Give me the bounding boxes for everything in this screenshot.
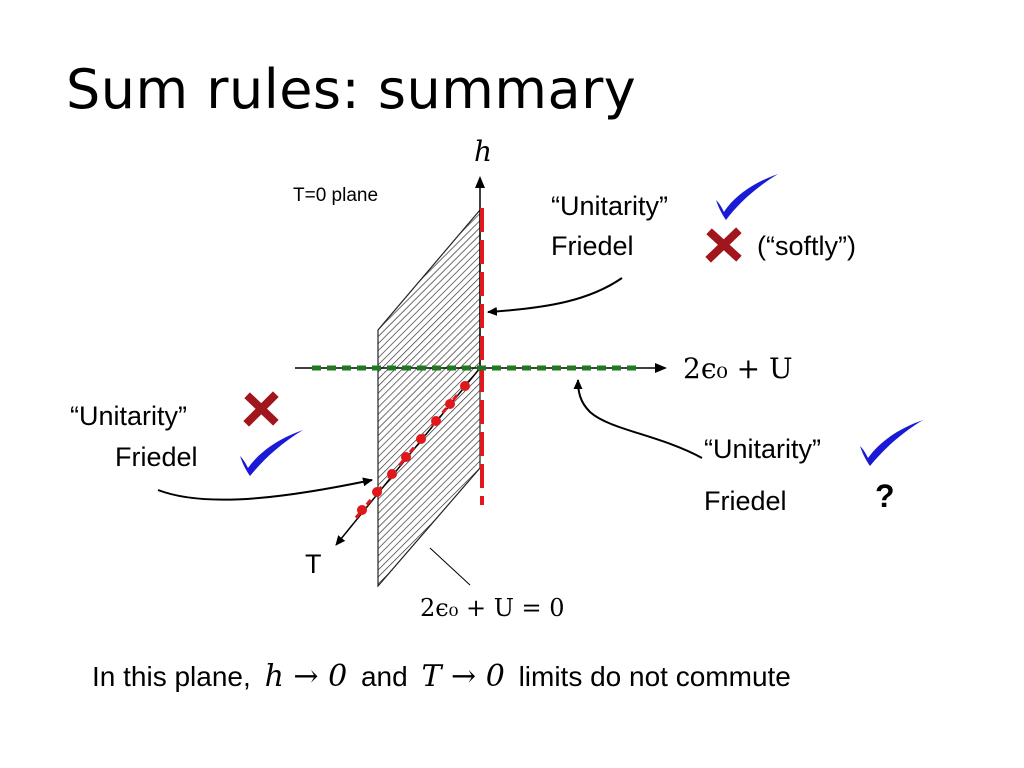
t-zero-plane <box>377 208 481 588</box>
cross-icon <box>243 391 279 427</box>
red-dotted-t-line <box>348 381 470 526</box>
bottom-statement: In this plane, h → 0 and T → 0 limits do… <box>92 659 791 694</box>
check-icon <box>240 430 303 476</box>
bottom-right-unitarity: “Unitarity” <box>704 434 822 464</box>
red-dot <box>401 452 411 462</box>
plane-label: T=0 plane <box>293 185 379 206</box>
red-dot <box>372 487 382 497</box>
slide-title: Sum rules: summary <box>66 58 637 121</box>
plane-equation-leader <box>429 547 471 586</box>
top-right-softly: (“softly”) <box>757 231 856 261</box>
red-dot <box>445 399 455 409</box>
top-right-unitarity: “Unitarity” <box>551 191 669 221</box>
x-axis-label: 2ϵ₀ + U <box>683 352 793 385</box>
limit-t: T → 0 <box>421 659 505 694</box>
top-right-friedel: Friedel <box>551 231 634 261</box>
arrow-to-t-axis <box>157 477 373 501</box>
red-dot <box>416 434 426 444</box>
check-icon <box>716 174 778 220</box>
bottom-and: and <box>360 661 408 692</box>
bottom-right-question-mark: ? <box>875 478 895 514</box>
red-dot <box>460 381 470 391</box>
red-dot <box>387 469 397 479</box>
left-unitarity: “Unitarity” <box>70 401 188 431</box>
cross-icon <box>705 227 742 263</box>
bottom-right-friedel: Friedel <box>704 486 787 516</box>
arrow-to-x-axis <box>573 379 703 459</box>
plane-equation: 2ϵ₀ + U = 0 <box>420 594 565 622</box>
limit-h: h → 0 <box>264 659 348 694</box>
bottom-prefix: In this plane, <box>92 661 251 692</box>
check-icon <box>860 420 923 466</box>
left-friedel: Friedel <box>115 442 198 472</box>
red-dot <box>357 505 367 515</box>
h-axis-label: h <box>474 135 493 168</box>
arrow-to-h-axis <box>487 277 623 316</box>
bottom-suffix: limits do not commute <box>518 661 791 692</box>
t-axis-label: T <box>305 549 322 579</box>
red-dot <box>431 416 441 426</box>
